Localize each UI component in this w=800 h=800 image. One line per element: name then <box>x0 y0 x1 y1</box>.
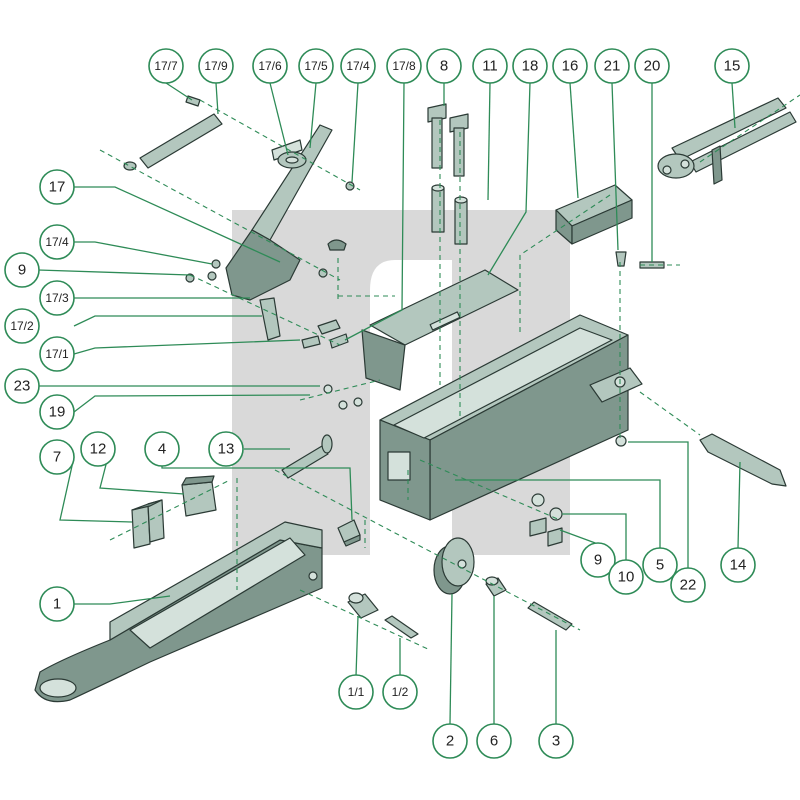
callout-17-4-left: 17/4 <box>39 224 75 260</box>
callout-10: 10 <box>608 559 644 595</box>
part-7-clamp <box>131 499 165 549</box>
svg-text:14: 14 <box>730 557 747 574</box>
callout-17-7: 17/7 <box>148 48 184 84</box>
svg-text:17/5: 17/5 <box>304 59 328 73</box>
callout-17-1: 17/1 <box>39 336 75 372</box>
svg-text:10: 10 <box>618 569 635 586</box>
svg-text:1/1: 1/1 <box>348 685 365 699</box>
callout-4: 4 <box>144 431 180 467</box>
callout-17-5: 17/5 <box>298 48 334 84</box>
svg-text:20: 20 <box>644 58 661 75</box>
part-15-handle-assembly <box>657 97 797 185</box>
part-14-lever <box>699 433 787 487</box>
svg-text:9: 9 <box>594 552 602 569</box>
svg-text:23: 23 <box>14 378 31 395</box>
svg-text:17: 17 <box>49 179 66 196</box>
small-hardware <box>185 181 665 547</box>
part-11-cylinders <box>431 184 468 245</box>
svg-text:13: 13 <box>218 441 235 458</box>
callout-12: 12 <box>80 431 116 467</box>
svg-text:6: 6 <box>490 733 498 750</box>
callout-17: 17 <box>39 169 75 205</box>
svg-text:11: 11 <box>482 58 498 75</box>
callout-9-right: 9 <box>580 542 616 578</box>
part-6-bushing <box>485 576 507 597</box>
callout-14: 14 <box>720 547 756 583</box>
part-4-block <box>337 519 361 547</box>
svg-text:3: 3 <box>552 733 560 750</box>
part-18-cover <box>361 269 519 391</box>
svg-text:21: 21 <box>604 58 621 75</box>
svg-text:15: 15 <box>724 58 741 75</box>
callout-8: 8 <box>426 48 462 84</box>
callout-19: 19 <box>39 394 75 430</box>
svg-text:17/2: 17/2 <box>10 319 34 333</box>
svg-text:7: 7 <box>53 449 61 466</box>
svg-text:9: 9 <box>18 262 26 279</box>
part-1-2-pin <box>384 615 419 639</box>
part-17-6-washer <box>277 151 307 169</box>
callout-2: 2 <box>432 723 468 759</box>
callout-16: 16 <box>552 48 588 84</box>
svg-text:2: 2 <box>446 733 454 750</box>
part-2-roller <box>433 537 475 595</box>
callout-17-3: 17/3 <box>39 280 75 316</box>
svg-text:17/7: 17/7 <box>154 59 178 73</box>
callout-17-2: 17/2 <box>4 308 40 344</box>
callout-7: 7 <box>39 439 75 475</box>
callout-1: 1 <box>39 586 75 622</box>
callout-5: 5 <box>642 547 678 583</box>
part-1-1-sleeve <box>347 592 379 619</box>
svg-text:17/3: 17/3 <box>45 291 69 305</box>
svg-text:17/6: 17/6 <box>258 59 282 73</box>
part-13-bolt <box>281 434 333 479</box>
svg-text:17/8: 17/8 <box>392 59 416 73</box>
callout-20: 20 <box>634 48 670 84</box>
part-8-rods <box>427 103 469 177</box>
svg-text:1/2: 1/2 <box>392 685 409 699</box>
callout-17-8: 17/8 <box>386 48 422 84</box>
part-17-lever-assembly <box>225 124 333 341</box>
callout-23: 23 <box>4 368 40 404</box>
callout-6: 6 <box>476 723 512 759</box>
callout-1-1: 1/1 <box>338 674 374 710</box>
svg-text:16: 16 <box>562 58 579 75</box>
svg-text:17/9: 17/9 <box>204 59 228 73</box>
callout-17-9: 17/9 <box>198 48 234 84</box>
callout-18: 18 <box>512 48 548 84</box>
part-3-pin <box>527 601 573 631</box>
part-16-block <box>555 184 633 245</box>
callout-21: 21 <box>594 48 630 84</box>
callout-17-4-top: 17/4 <box>340 48 376 84</box>
svg-text:17/1: 17/1 <box>45 347 69 361</box>
callouts: 17/7 17/9 17/6 17/5 17/4 17/8 8 11 18 16… <box>4 48 756 759</box>
svg-text:18: 18 <box>522 58 539 75</box>
svg-text:17/4: 17/4 <box>346 59 370 73</box>
svg-text:5: 5 <box>656 557 664 574</box>
svg-text:1: 1 <box>53 596 61 613</box>
construction-lines <box>99 94 800 651</box>
svg-text:4: 4 <box>158 441 166 458</box>
svg-text:12: 12 <box>90 441 107 458</box>
callout-1-2: 1/2 <box>382 674 418 710</box>
svg-text:8: 8 <box>440 58 448 75</box>
svg-text:17/4: 17/4 <box>45 235 69 249</box>
svg-text:19: 19 <box>49 404 66 421</box>
part-12-pad <box>181 475 217 517</box>
leader-lines <box>37 82 741 725</box>
part-1-arm <box>34 521 323 703</box>
callout-11: 11 <box>472 48 508 84</box>
callout-17-6: 17/6 <box>252 48 288 84</box>
svg-text:22: 22 <box>680 577 697 594</box>
callout-3: 3 <box>538 723 574 759</box>
part-5-housing <box>379 314 643 521</box>
callout-15: 15 <box>714 48 750 84</box>
callout-9-left: 9 <box>4 252 40 288</box>
callout-22: 22 <box>670 567 706 603</box>
callout-13: 13 <box>208 431 244 467</box>
part-17-9-shaft <box>123 113 223 171</box>
